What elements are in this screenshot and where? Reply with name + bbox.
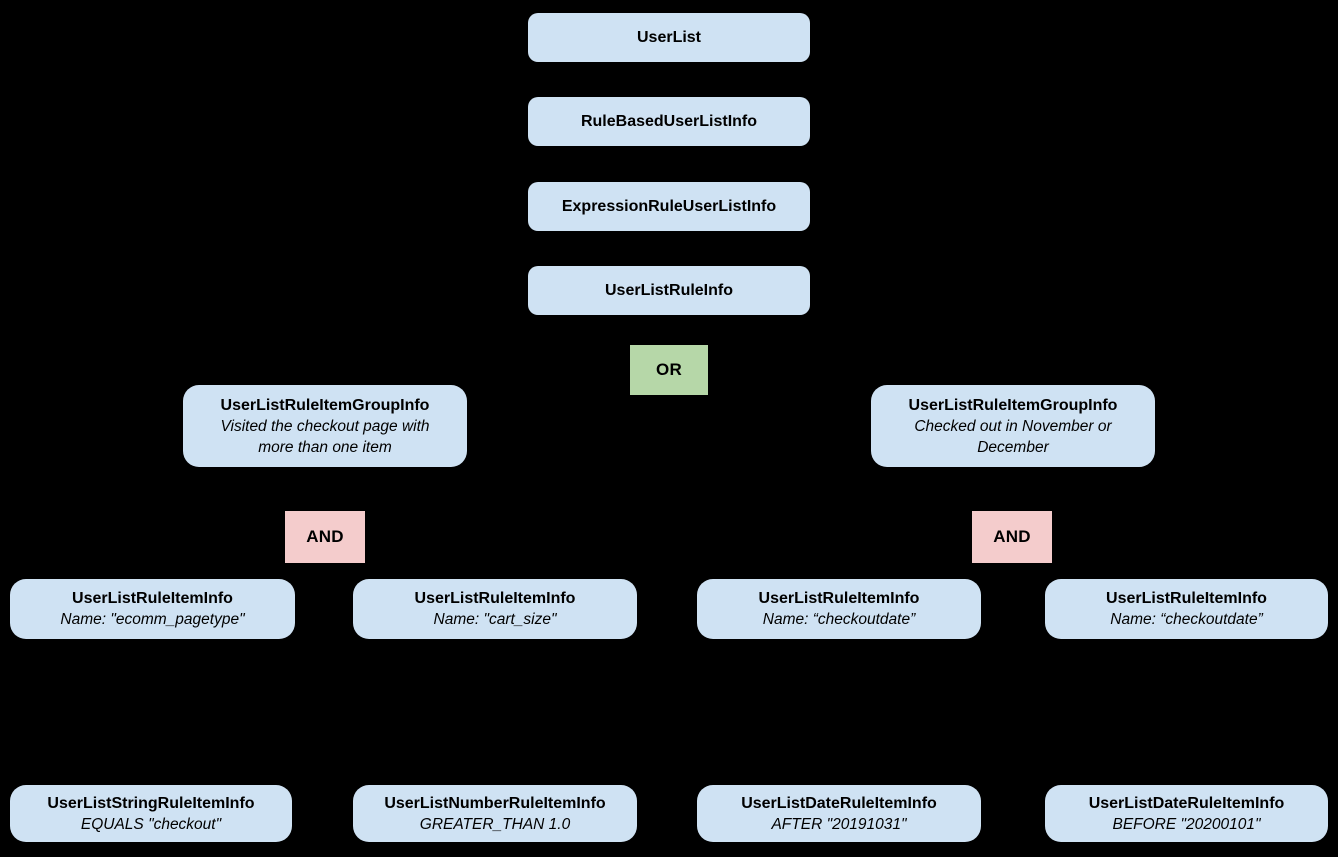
node-rulebaseduserlistinfo: RuleBasedUserListInfo — [528, 97, 810, 146]
rule-item-node-2: UserListRuleItemInfo Name: "cart_size" — [353, 579, 637, 639]
leaf-rule-node-4: UserListDateRuleItemInfo BEFORE "2020010… — [1045, 785, 1328, 842]
rule-item-name: Name: "cart_size" — [433, 611, 557, 628]
or-operator-badge: OR — [630, 345, 708, 395]
node-label: UserList — [636, 29, 702, 46]
group-node-right: UserListRuleItemGroupInfo Checked out in… — [871, 385, 1155, 467]
group-title: UserListRuleItemGroupInfo — [908, 396, 1118, 414]
leaf-rule-title: UserListDateRuleItemInfo — [1088, 794, 1285, 812]
leaf-rule-node-3: UserListDateRuleItemInfo AFTER "20191031… — [697, 785, 981, 842]
rule-item-name: Name: "ecomm_pagetype" — [60, 611, 245, 628]
node-label: RuleBasedUserListInfo — [580, 113, 758, 130]
and-operator-badge-left: AND — [285, 511, 365, 563]
leaf-rule-node-2: UserListNumberRuleItemInfo GREATER_THAN … — [353, 785, 637, 842]
connector-and-item4 — [1011, 562, 1187, 580]
rule-item-title: UserListRuleItemInfo — [414, 590, 576, 607]
group-description: Checked out in November or December — [914, 417, 1112, 456]
group-description: Visited the checkout page with more than… — [220, 417, 430, 456]
group-title: UserListRuleItemGroupInfo — [220, 396, 430, 414]
leaf-rule-node-1: UserListStringRuleItemInfo EQUALS "check… — [10, 785, 292, 842]
rule-item-title: UserListRuleItemInfo — [72, 590, 233, 607]
and-operator-badge-right: AND — [972, 511, 1052, 563]
leaf-rule-title: UserListStringRuleItemInfo — [47, 794, 255, 812]
node-userlist: UserList — [528, 13, 810, 62]
leaf-rule-condition: GREATER_THAN 1.0 — [419, 815, 571, 833]
leaf-rule-title: UserListNumberRuleItemInfo — [384, 794, 606, 812]
node-expressionruleuserlistinfo: ExpressionRuleUserListInfo — [528, 182, 810, 231]
rule-item-node-1: UserListRuleItemInfo Name: "ecomm_pagety… — [10, 579, 295, 639]
leaf-rule-title: UserListDateRuleItemInfo — [741, 794, 937, 812]
node-userlistruleinfo: UserListRuleInfo — [528, 266, 810, 315]
rule-item-node-4: UserListRuleItemInfo Name: “checkoutdate… — [1045, 579, 1328, 639]
rule-item-title: UserListRuleItemInfo — [1106, 590, 1267, 607]
connector-edges — [151, 62, 1187, 785]
rule-item-node-3: UserListRuleItemInfo Name: “checkoutdate… — [697, 579, 981, 639]
connector-and-item3 — [838, 562, 1013, 580]
leaf-rule-condition: BEFORE "20200101" — [1112, 815, 1261, 833]
leaf-rule-condition: EQUALS "checkout" — [80, 815, 222, 833]
rule-item-name: Name: “checkoutdate” — [762, 611, 916, 628]
node-label: UserListRuleInfo — [604, 282, 733, 299]
leaf-rule-condition: AFTER "20191031" — [771, 815, 907, 833]
group-node-left: UserListRuleItemGroupInfo Visited the ch… — [183, 385, 467, 467]
connector-and-item2 — [324, 562, 496, 580]
connector-and-item1 — [151, 562, 326, 580]
rule-item-title: UserListRuleItemInfo — [758, 590, 920, 607]
rule-item-name: Name: “checkoutdate” — [1110, 611, 1263, 628]
node-label: ExpressionRuleUserListInfo — [561, 198, 777, 215]
